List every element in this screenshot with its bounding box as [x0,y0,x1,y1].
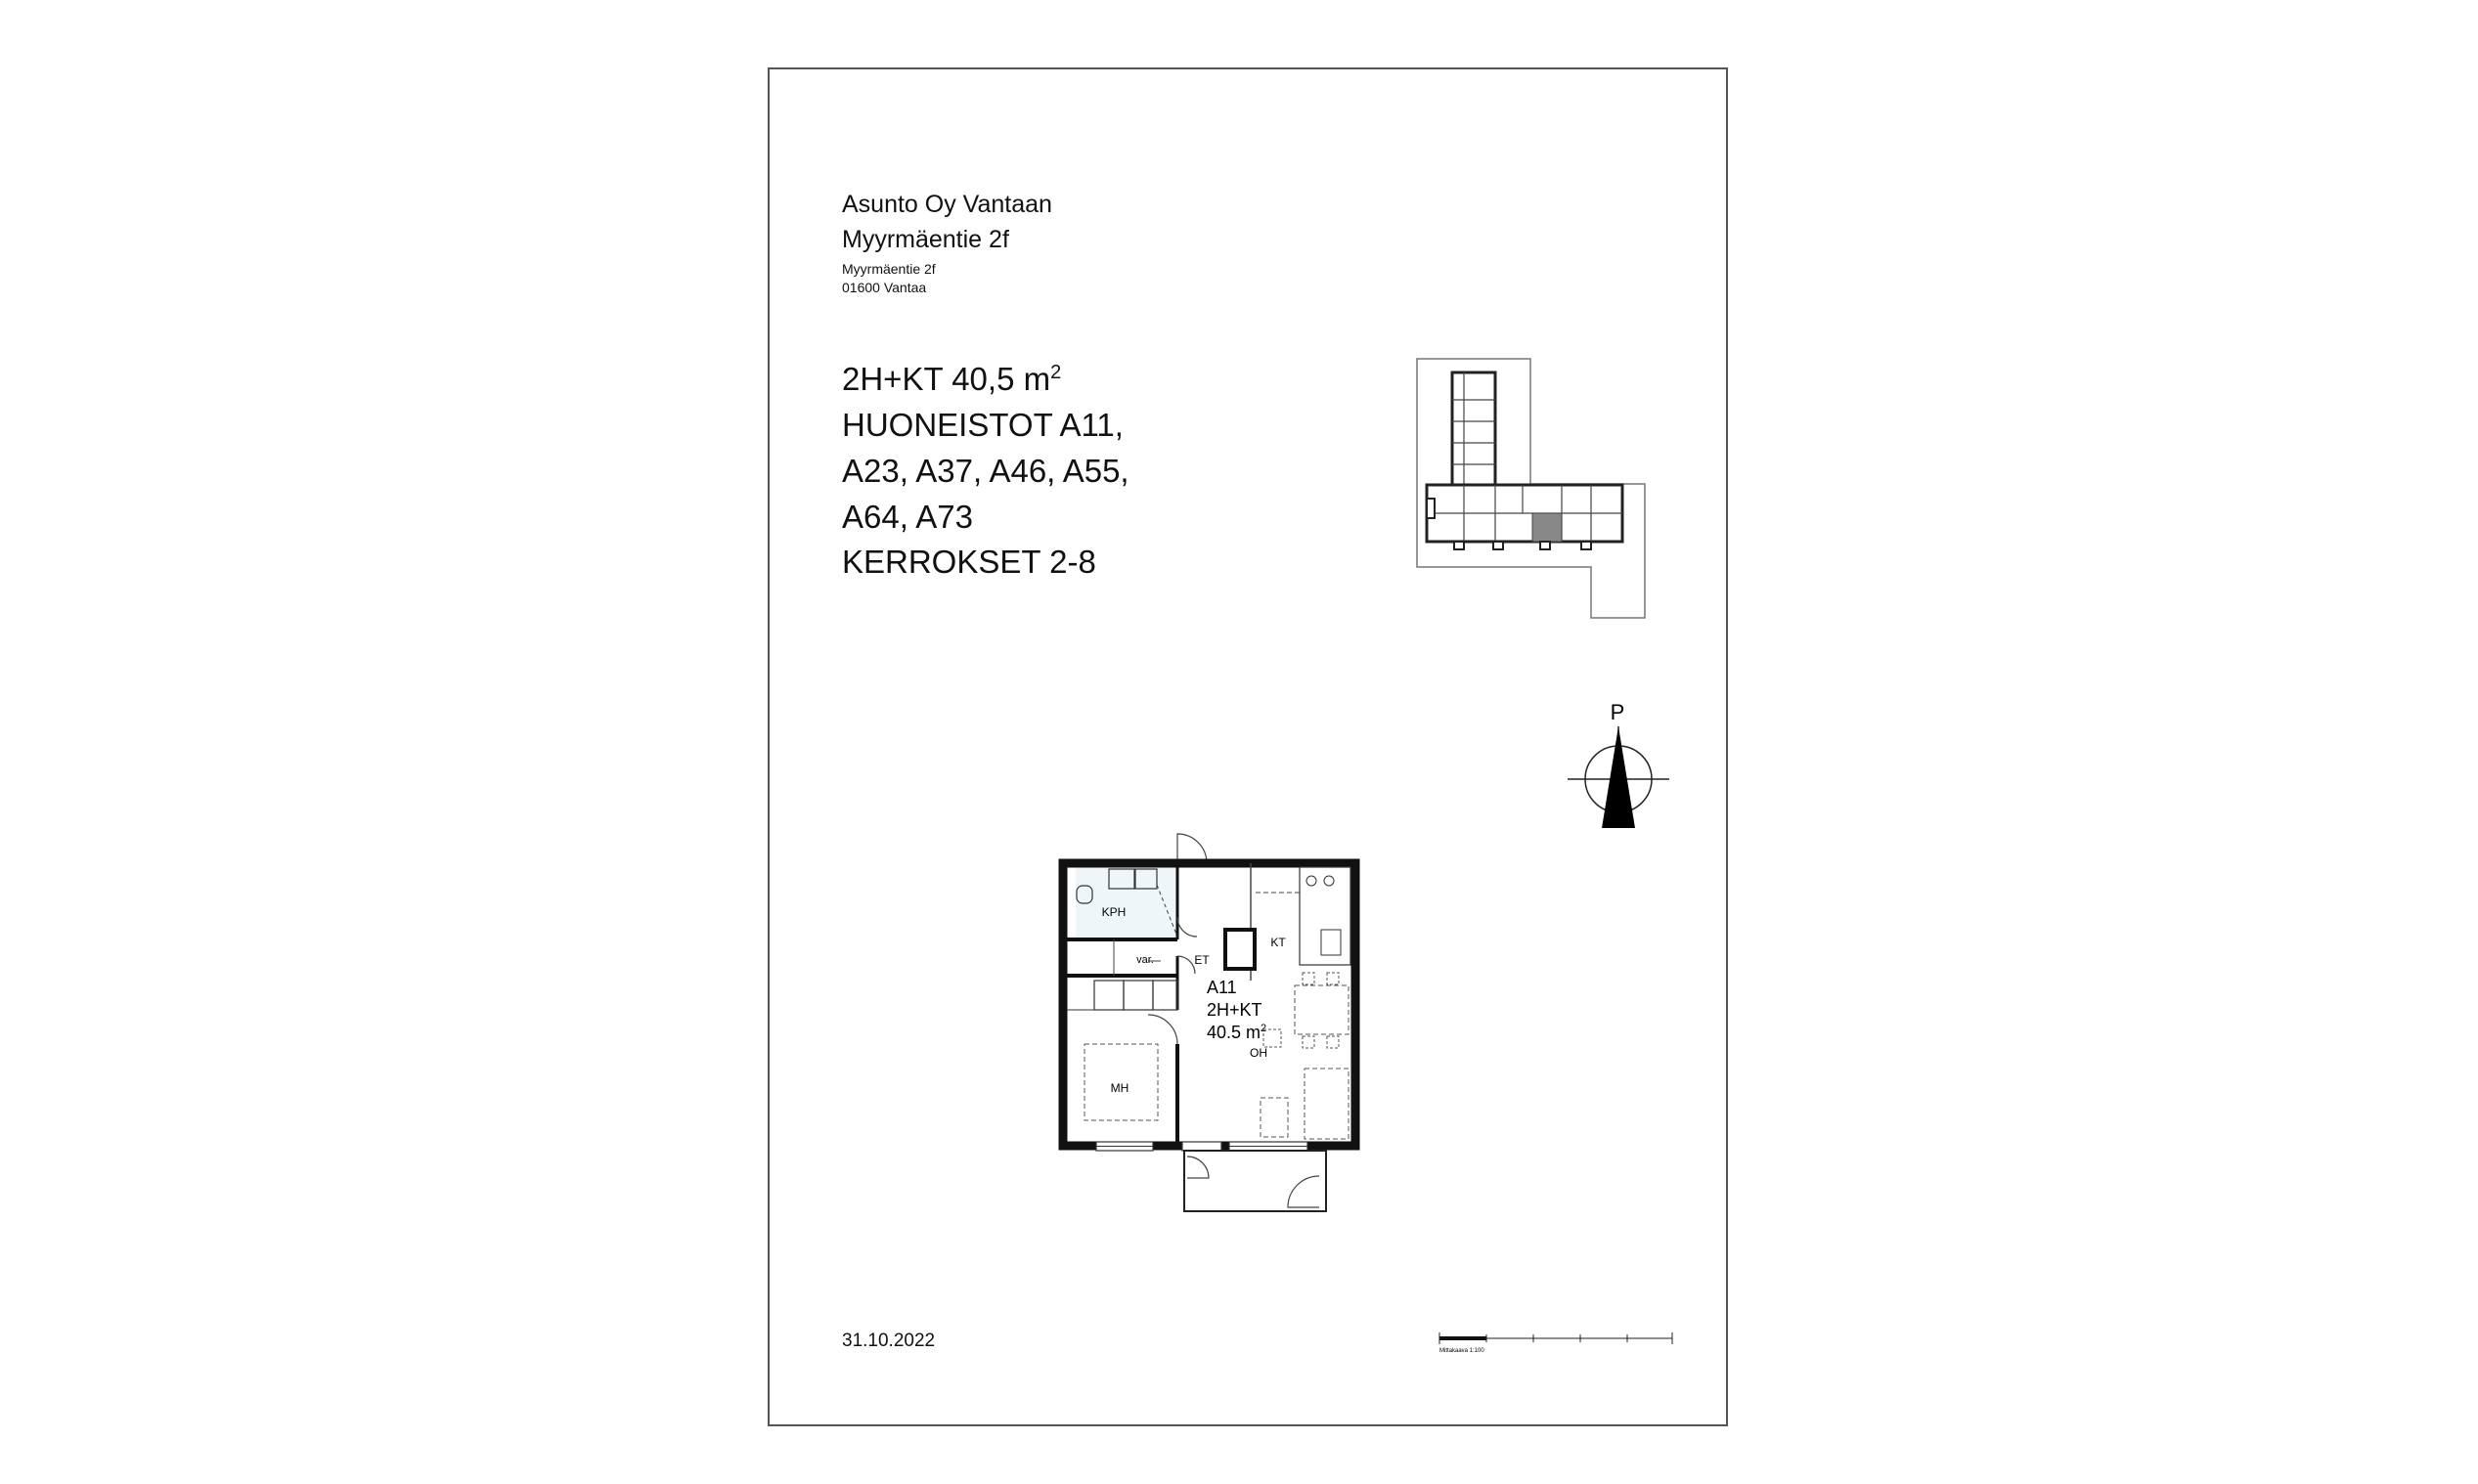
site-key-plan [1416,358,1646,619]
apartment-area-value: 40.5 m [1207,1023,1261,1042]
project-name: Asunto Oy Vantaan [842,191,1052,218]
apartment-floor-plan: KPH KT ET var. MH OH A11 2H+KT 40.5 m2 [1058,833,1360,1212]
room-label-bedroom: MH [1111,1081,1129,1095]
room-label-living: OH [1250,1046,1267,1060]
scale-bar: Mittakaava 1:100 [1438,1332,1673,1354]
apartment-area-label: 40.5 m2 [1207,1023,1266,1042]
room-label-storage: var. [1136,954,1154,966]
room-label-kitchen: KT [1270,936,1286,949]
street-title: Myyrmäentie 2f [842,226,1009,253]
room-label-bathroom: KPH [1102,905,1127,919]
apartments-line-3: A64, A73 [842,499,973,535]
address-postal: 01600 Vantaa [842,280,927,295]
apartment-type-text: 2H+KT 40,5 m [842,361,1051,397]
apartment-type-label: 2H+KT [1207,1000,1262,1020]
plan-date: 31.10.2022 [842,1331,936,1351]
north-label: P [1611,700,1625,724]
scale-label: Mittakaava 1:100 [1439,1348,1484,1354]
apartments-line-2: A23, A37, A46, A55, [842,453,1129,489]
floors-heading: KERROKSET 2-8 [842,544,1096,580]
area-exponent: 2 [1050,362,1062,383]
room-label-entry: ET [1194,953,1210,967]
floorplan-sheet: Asunto Oy Vantaan Myyrmäentie 2f Myyrmäe… [768,67,1728,1426]
address-street: Myyrmäentie 2f [842,261,936,277]
apartment-id-label: A11 [1207,978,1237,997]
apartment-area-exponent: 2 [1261,1023,1266,1034]
apartment-type-heading: 2H+KT 40,5 m2 [842,361,1061,398]
apartments-line-1: HUONEISTOT A11, [842,407,1124,443]
north-arrow: P [1568,700,1669,828]
